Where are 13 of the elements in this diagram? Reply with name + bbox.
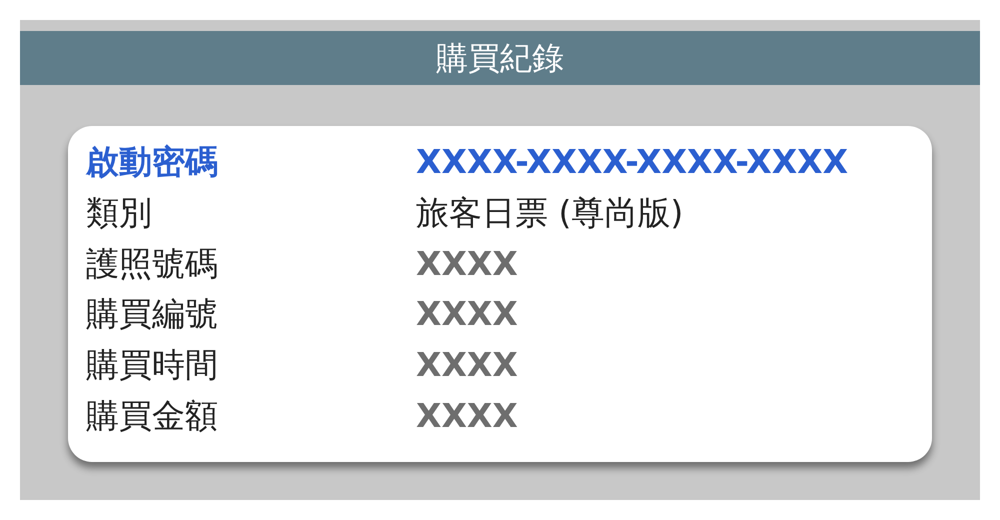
field-label: 購買時間 [86, 345, 218, 385]
field-value: XXXX [416, 396, 518, 436]
field-value: XXXX [416, 294, 518, 334]
field-value: XXXX [416, 244, 518, 284]
field-label: 購買編號 [86, 294, 218, 334]
field-value: 旅客日票 (尊尚版) [416, 193, 684, 233]
field-label: 類別 [86, 193, 152, 233]
field-label: 購買金額 [86, 396, 218, 436]
title-bar: 購買紀錄 [20, 31, 980, 85]
field-value: XXXX [416, 345, 518, 385]
field-value: XXXX-XXXX-XXXX-XXXX [416, 142, 848, 182]
field-label: 啟動密碼 [86, 142, 218, 182]
field-label: 護照號碼 [86, 244, 218, 284]
